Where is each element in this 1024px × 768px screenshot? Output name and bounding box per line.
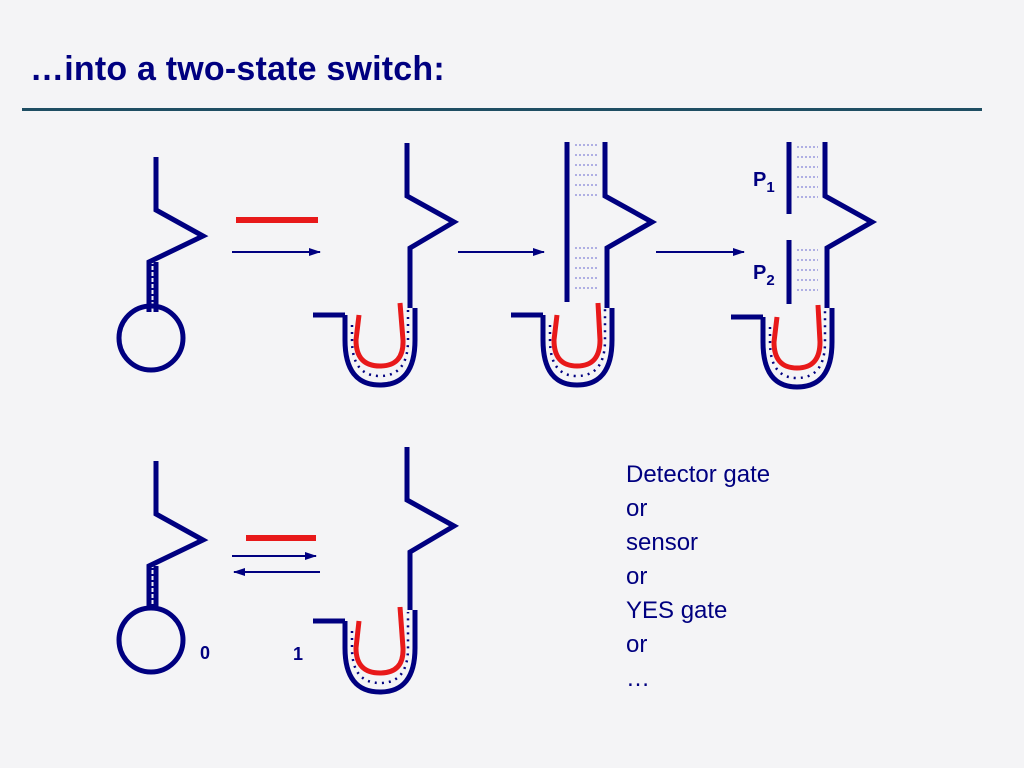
description-line: or [626, 495, 648, 522]
description-line: Detector gate [626, 461, 771, 488]
description-line: or [626, 631, 648, 658]
description-line: YES gate [626, 597, 728, 624]
description-line: … [626, 665, 650, 692]
label-p2: P2 [753, 262, 775, 289]
hairpin-open-bound [313, 143, 460, 388]
products-p1-p2 [731, 142, 878, 390]
description-line: or [626, 563, 648, 590]
label-p1: P1 [753, 169, 775, 196]
state-0-label: 0 [200, 643, 210, 663]
title-divider [22, 108, 982, 111]
hairpin-open-bottom [313, 447, 460, 695]
hairpin-open-complement [511, 142, 658, 388]
description-line: sensor [626, 529, 699, 556]
hairpin-closed-bottom [116, 461, 209, 675]
gate-description: Detector gate or sensor or YES gate or … [626, 458, 770, 696]
hairpin-closed-top [116, 157, 209, 373]
state-1-label: 1 [293, 644, 303, 664]
slide-title: …into a two-state switch: [30, 50, 445, 88]
